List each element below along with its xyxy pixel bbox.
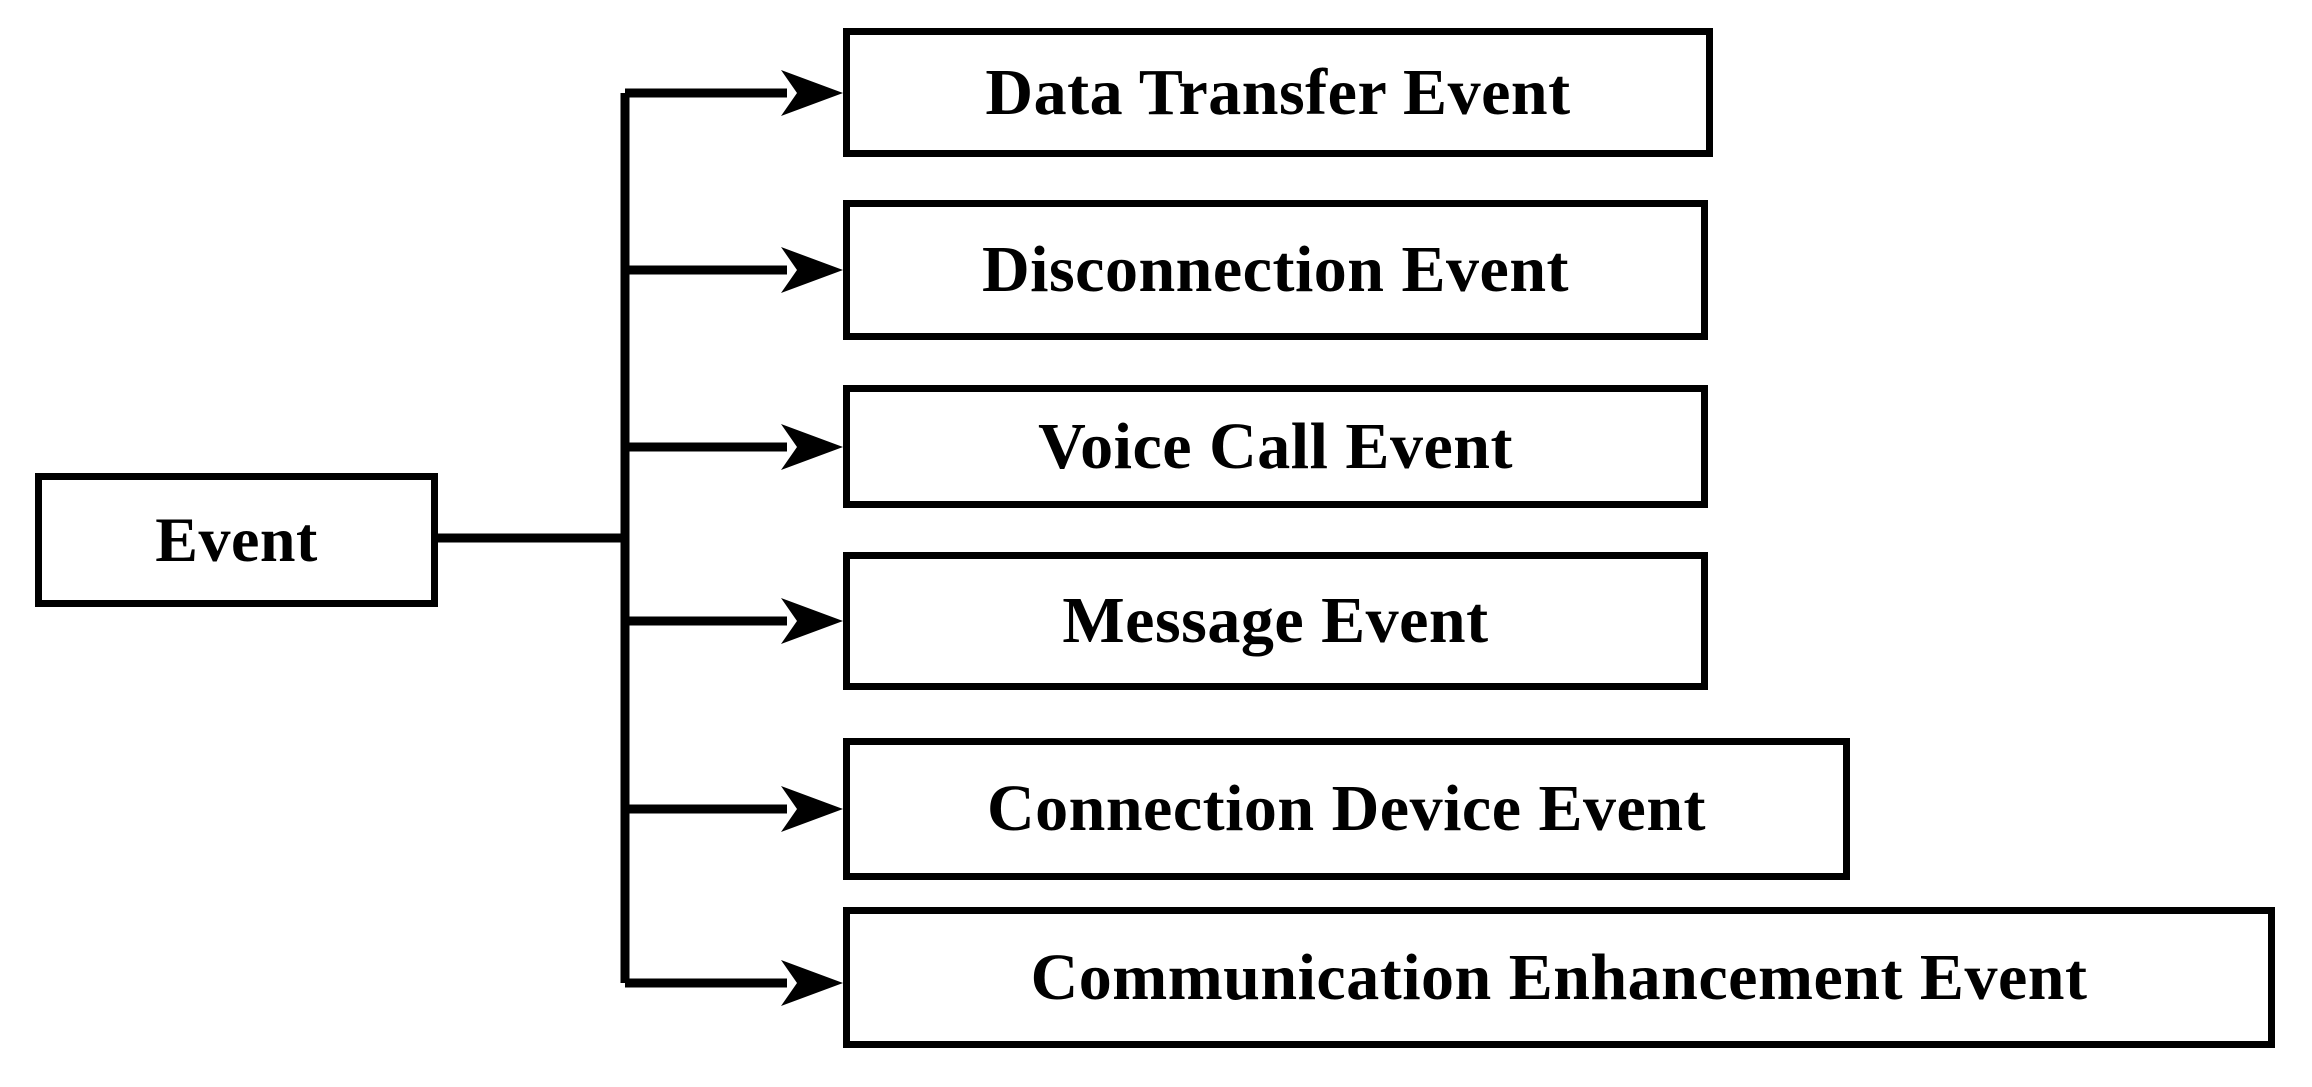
arrowhead-icon-2 (781, 424, 843, 470)
child-node-2[interactable]: Voice Call Event (843, 385, 1708, 508)
child-node-0[interactable]: Data Transfer Event (843, 28, 1713, 157)
child-node-1[interactable]: Disconnection Event (843, 200, 1708, 340)
child-node-label: Communication Enhancement Event (1030, 940, 2088, 1014)
child-node-label: Disconnection Event (982, 233, 1569, 306)
child-node-label: Voice Call Event (1038, 409, 1513, 483)
arrowhead-icon-1 (781, 247, 843, 293)
arrowhead-icon-3 (781, 598, 843, 644)
arrowhead-group (781, 70, 843, 1006)
arrowhead-icon-4 (781, 786, 843, 832)
child-node-label: Message Event (1062, 584, 1489, 657)
child-node-label: Data Transfer Event (985, 55, 1571, 129)
arrowhead-icon-5 (781, 960, 843, 1006)
child-node-4[interactable]: Connection Device Event (843, 738, 1850, 880)
arrowhead-icon-0 (781, 70, 843, 116)
child-node-3[interactable]: Message Event (843, 552, 1708, 690)
root-node-label: Event (155, 504, 318, 575)
child-node-label: Connection Device Event (986, 772, 1707, 845)
root-node-event[interactable]: Event (35, 473, 438, 607)
connector-group (438, 88, 787, 988)
child-node-5[interactable]: Communication Enhancement Event (843, 907, 2275, 1048)
